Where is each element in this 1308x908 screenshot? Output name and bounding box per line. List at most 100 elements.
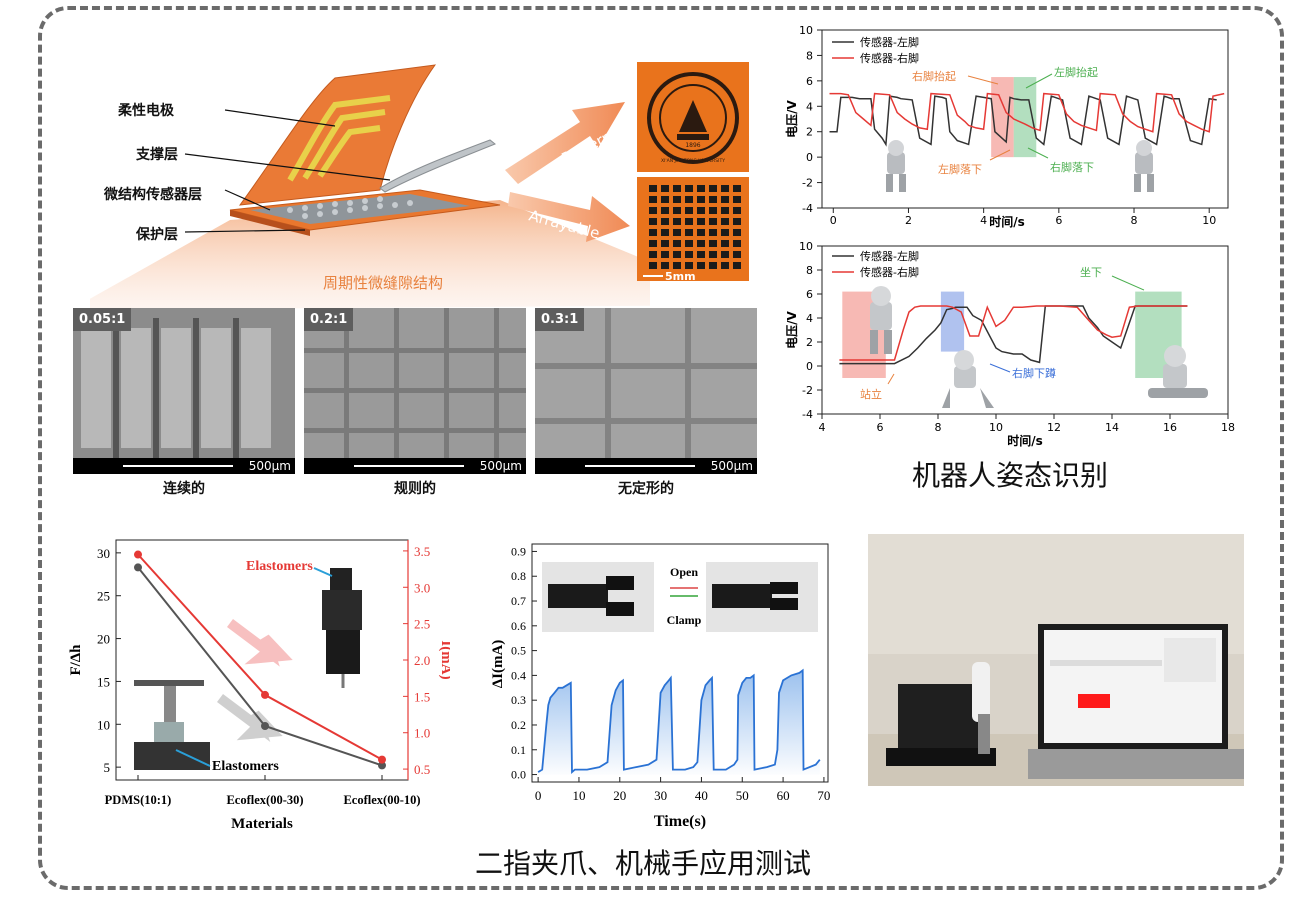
series-line-1 xyxy=(829,92,1225,133)
anno-right-lift: 右脚抬起 xyxy=(912,69,956,83)
array-cell xyxy=(733,207,741,214)
materials-chart: 510152025300.51.01.52.02.53.03.5PDMS(10:… xyxy=(68,539,450,832)
array-cell xyxy=(733,196,741,203)
array-cell xyxy=(685,185,693,192)
series-point-0 xyxy=(378,761,386,770)
array-cell xyxy=(709,218,717,225)
y-tick-label: 0 xyxy=(806,151,813,164)
series-line xyxy=(537,668,821,775)
sem-caption-1: 连续的 xyxy=(163,481,205,497)
y-tick-label: 0.7 xyxy=(511,594,526,608)
series-point-1 xyxy=(261,690,269,699)
array-cell xyxy=(661,251,669,258)
anno-elastomers-bottom-arrow xyxy=(175,749,211,767)
array-cell xyxy=(697,185,705,192)
y-tick-label: 8 xyxy=(806,49,813,62)
array-cell xyxy=(733,262,741,269)
y-tick-label: -2 xyxy=(802,177,813,190)
y-tick-label: 5 xyxy=(104,760,111,775)
sem-ratio-3: 0.3:1 xyxy=(535,308,585,331)
y-tick-label: 0.2 xyxy=(511,718,526,732)
array-cell xyxy=(685,229,693,236)
anno-elastomers-top: Elastomers xyxy=(246,559,313,574)
array-cell xyxy=(709,262,717,269)
x-tick-label: 14 xyxy=(1105,421,1119,434)
x-tick-label: 60 xyxy=(777,788,790,803)
posture-xlabel: 时间/s xyxy=(1007,433,1043,448)
array-cell xyxy=(673,240,681,247)
highlight-band-squat xyxy=(940,291,965,352)
x-tick-label: 10 xyxy=(572,788,585,803)
robot-squatting xyxy=(942,350,994,408)
legend-right-foot: 传感器-右脚 xyxy=(860,51,919,65)
y-tick-label: -2 xyxy=(802,384,813,397)
anno-sit: 坐下 xyxy=(1080,266,1102,279)
y-tick-label: 10 xyxy=(799,240,813,253)
array-cell xyxy=(649,229,657,236)
microstructure-title: 周期性微缝隙结构 xyxy=(323,274,444,292)
y-tick-label: 6 xyxy=(806,75,813,88)
array-cell xyxy=(673,218,681,225)
array-cell xyxy=(697,196,705,203)
array-cell xyxy=(721,207,729,214)
sem-scale-3: 500μm xyxy=(710,459,753,473)
array-cell xyxy=(661,229,669,236)
x-tick-label: 8 xyxy=(935,421,942,434)
y-tick-label: 10 xyxy=(97,717,110,732)
sem-image-2: 0.2:1 500μm xyxy=(304,308,526,474)
array-cell xyxy=(721,185,729,192)
array-cell xyxy=(673,196,681,203)
x-tick-label: 16 xyxy=(1163,421,1177,434)
x-tick-label: 40 xyxy=(695,788,708,803)
y-tick-label: 6 xyxy=(806,288,813,301)
y-tick-label: 0.9 xyxy=(511,544,526,558)
array-cell xyxy=(697,251,705,258)
sem-image-3: 0.3:1 500μm xyxy=(535,308,757,474)
array-cell xyxy=(661,262,669,269)
anno-right-lift-arrow xyxy=(967,75,999,85)
posture-plot-frame xyxy=(821,245,1229,415)
array-cell xyxy=(661,240,669,247)
y-tick-label: 15 xyxy=(97,674,110,689)
legend-right-foot-2: 传感器-右脚 xyxy=(860,265,919,279)
array-cell xyxy=(721,251,729,258)
y-tick-label: 0.0 xyxy=(511,768,526,782)
sem-ratio-1: 0.05:1 xyxy=(73,308,132,331)
y-tick-label: 10 xyxy=(799,24,813,37)
anno-left-drop: 左脚落下 xyxy=(938,162,982,176)
array-pattern-photo: 5mm xyxy=(637,177,749,283)
x-tick-label: 4 xyxy=(980,214,987,227)
anno-clamp: Clamp xyxy=(667,613,702,627)
materials-ylabel: F/Δh xyxy=(68,644,84,676)
array-cell xyxy=(649,196,657,203)
array-cell xyxy=(673,207,681,214)
robot-sitting xyxy=(1148,345,1208,398)
anno-left-lift: 左脚抬起 xyxy=(1054,65,1098,79)
y2-tick-label: 1.5 xyxy=(414,689,430,704)
array-cell xyxy=(673,229,681,236)
array-cell xyxy=(685,251,693,258)
logo-pattern-photo: 1896 XI'AN JIAOTONG UNIVERSITY xyxy=(637,62,749,172)
walking-ylabel: 电压/V xyxy=(784,99,799,137)
array-cell xyxy=(661,218,669,225)
anno-right-drop-arrow xyxy=(1027,147,1049,159)
y-tick-label: 25 xyxy=(97,589,110,604)
array-cell xyxy=(685,207,693,214)
x-tick-label: 10 xyxy=(1202,214,1216,227)
y-tick-label: 2 xyxy=(806,126,813,139)
y-tick-label: -4 xyxy=(802,408,813,421)
y-tick-label: 30 xyxy=(97,546,110,561)
device-illustration: Patternable Arrayable xyxy=(90,64,650,310)
array-cell xyxy=(721,218,729,225)
logo-year: 1896 xyxy=(685,142,700,149)
anno-right-drop: 右脚落下 xyxy=(1050,160,1094,174)
current-ylabel: ΔI(mA) xyxy=(490,640,506,689)
robot-hand-photo xyxy=(868,534,1244,786)
current-xlabel: Time(s) xyxy=(654,813,706,830)
series-line-1 xyxy=(839,305,1188,361)
y-tick-label: 0.5 xyxy=(511,644,526,658)
array-cell xyxy=(649,185,657,192)
